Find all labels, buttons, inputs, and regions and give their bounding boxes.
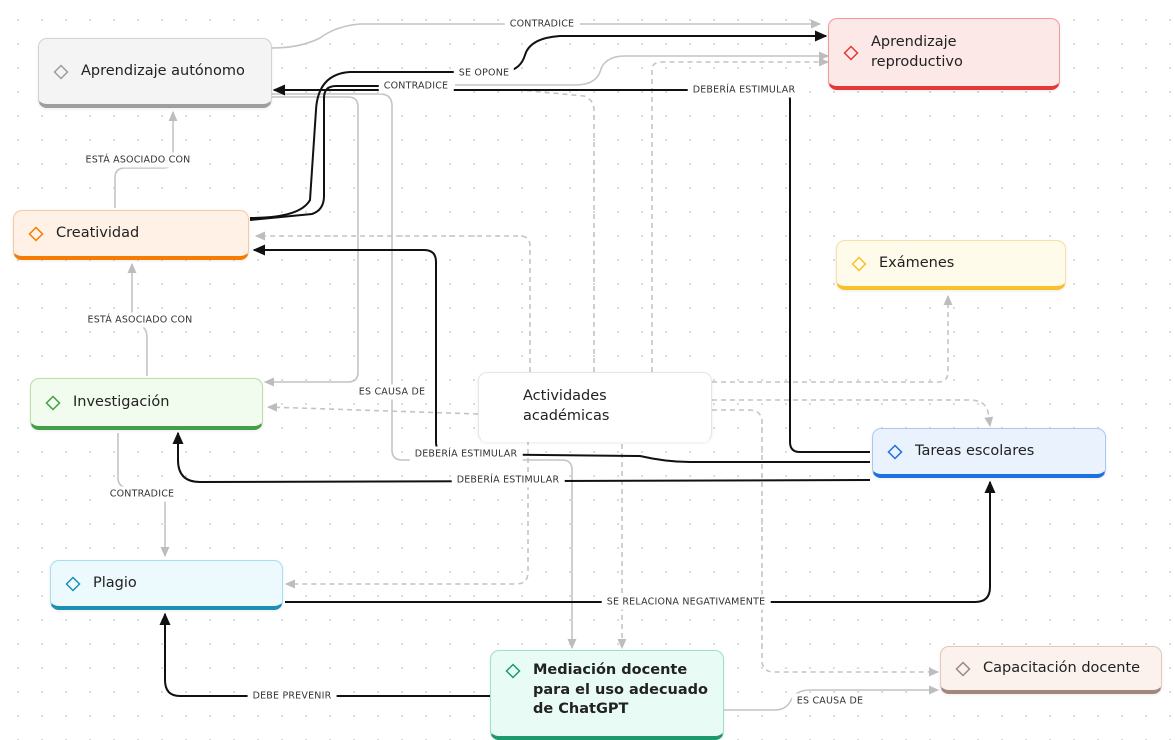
diamond-icon <box>53 63 69 80</box>
edge-actividades-to-creatividad <box>254 231 531 372</box>
edge-label-se-relaciona[interactable]: SE RELACIONA NEGATIVAMENTE <box>601 594 771 610</box>
edge-actividades-to-investigacion <box>266 402 479 415</box>
node-label: Capacitación docente <box>983 659 1141 676</box>
edge-label-es-causa-de-2[interactable]: ES CAUSA DE <box>791 693 869 709</box>
node-actividades-academicas[interactable]: Actividades académicas <box>478 372 712 442</box>
edge-autonomo-to-mediacion <box>272 93 577 650</box>
edge-autonomo-to-investigacion <box>263 96 359 387</box>
node-label: Aprendizaje reproductivo <box>871 33 963 70</box>
edge-contradice-mid-to-reproductivo <box>455 51 830 86</box>
node-aprendizaje-reproductivo[interactable]: Aprendizaje reproductivo <box>828 18 1060 90</box>
node-label: Actividades académicas <box>523 388 610 424</box>
node-creatividad[interactable]: Creatividad <box>13 210 249 260</box>
edge-label-se-opone[interactable]: SE OPONE <box>453 65 515 81</box>
edge-actividades-to-autonomo <box>519 89 595 372</box>
edge-label-contradice-top[interactable]: CONTRADICE <box>504 16 580 32</box>
edge-label-debe-prevenir[interactable]: DEBE PREVENIR <box>247 688 337 704</box>
edge-label-deberia-estimular-low[interactable]: DEBERÍA ESTIMULAR <box>451 472 565 488</box>
diamond-icon <box>887 443 903 460</box>
edge-actividades-to-tareas <box>712 399 994 428</box>
edge-label-esta-asociado-2[interactable]: ESTÁ ASOCIADO CON <box>82 312 198 328</box>
node-label: Plagio <box>93 574 137 591</box>
edge-actividades-to-capacitacion <box>712 409 940 677</box>
edge-autonomo-contradice-reproductivo <box>271 19 822 49</box>
edge-mediacion-causa-capacitacion <box>724 685 940 711</box>
diamond-icon <box>843 44 859 61</box>
edge-actividades-to-plagio <box>284 440 529 589</box>
node-investigacion[interactable]: Investigación <box>30 378 263 430</box>
edge-label-contradice-mid[interactable]: CONTRADICE <box>378 78 454 94</box>
node-label: Aprendizaje autónomo <box>81 62 245 79</box>
node-capacitacion-docente[interactable]: Capacitación docente <box>940 646 1162 694</box>
diamond-icon <box>505 663 521 679</box>
edge-actividades-to-examenes <box>712 294 953 383</box>
node-label: Tareas escolares <box>915 442 1035 459</box>
diamond-icon <box>851 255 867 272</box>
node-mediacion-docente[interactable]: Mediación docente para el uso adecuado d… <box>490 650 724 740</box>
edge-mediacion-previene-plagio <box>159 612 490 697</box>
edge-tareas-deberia-estimular-investigacion <box>172 431 871 484</box>
edge-actividades-to-reproductivo <box>651 57 830 372</box>
node-label: Creatividad <box>56 224 140 241</box>
node-label: Mediación docente para el uso adecuado d… <box>533 662 709 718</box>
node-label: Exámenes <box>879 254 955 271</box>
edge-label-contradice-low[interactable]: CONTRADICE <box>104 486 180 502</box>
node-label: Investigación <box>73 393 170 410</box>
node-plagio[interactable]: Plagio <box>50 560 283 610</box>
edge-label-es-causa-de-1[interactable]: ES CAUSA DE <box>353 384 431 400</box>
diamond-icon <box>28 225 44 242</box>
diamond-icon <box>955 660 971 677</box>
edge-creatividad-se-opone-reproductivo <box>249 30 828 219</box>
node-aprendizaje-autonomo[interactable]: Aprendizaje autónomo <box>38 38 272 108</box>
edge-label-esta-asociado-1[interactable]: ESTÁ ASOCIADO CON <box>80 152 196 168</box>
edge-label-deberia-estimular-mid[interactable]: DEBERÍA ESTIMULAR <box>409 446 523 462</box>
node-examenes[interactable]: Exámenes <box>836 240 1066 290</box>
edge-creatividad-contradice-autonomo <box>249 85 380 221</box>
diamond-icon <box>45 394 61 411</box>
edge-label-deberia-estimular-top[interactable]: DEBERÍA ESTIMULAR <box>687 82 801 98</box>
node-tareas-escolares[interactable]: Tareas escolares <box>872 428 1106 478</box>
edge-plagio-relaciona-tareas <box>285 480 996 603</box>
diamond-icon <box>65 575 81 592</box>
